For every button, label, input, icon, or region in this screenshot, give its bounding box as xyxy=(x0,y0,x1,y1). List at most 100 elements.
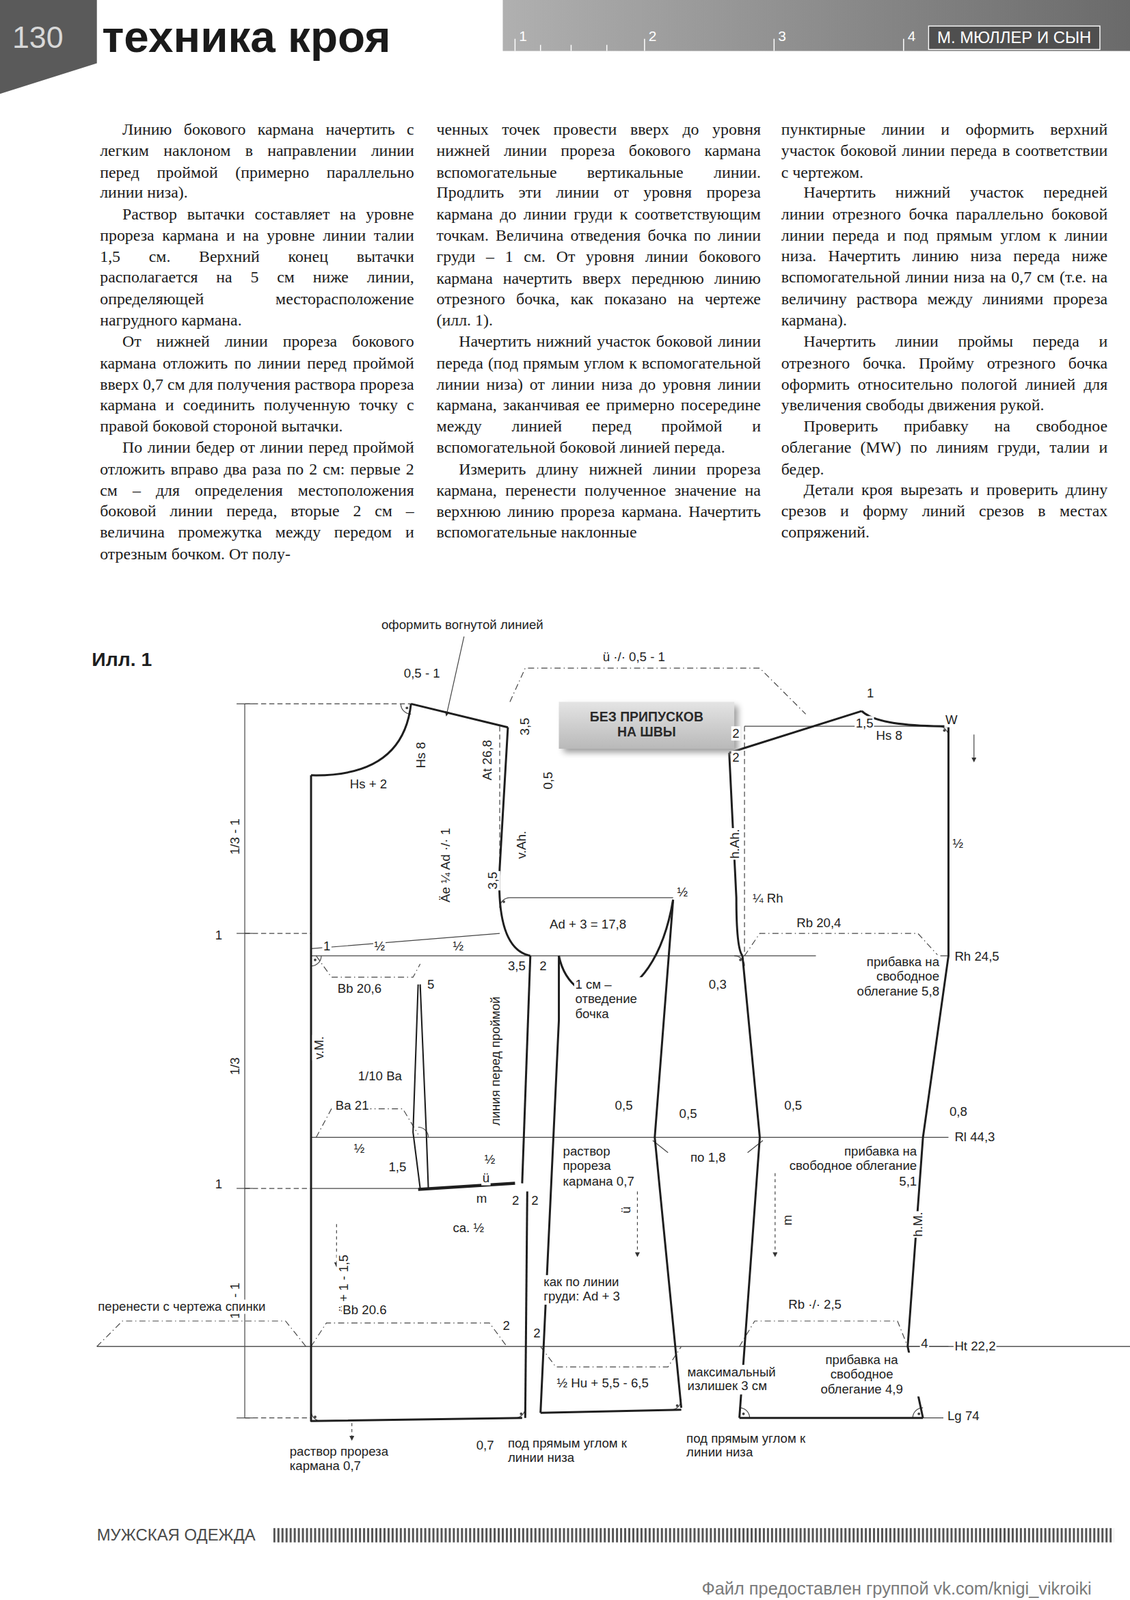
dimension-label: 0,5 - 1 xyxy=(402,665,441,681)
body-paragraph: Детали кроя вырезать и проверить длину с… xyxy=(781,479,1108,543)
figure-label: Илл. 1 xyxy=(91,648,152,672)
note: прибавка на свободное облегание 4,9 xyxy=(799,1352,925,1396)
guide-lines xyxy=(97,636,1130,1439)
box-text: М. МЮЛЛЕР И СЫН xyxy=(937,28,1092,48)
dimension-label: 0,3 xyxy=(707,976,728,992)
ruler-number: 3 xyxy=(777,27,787,44)
body-paragraph: Линию бокового кармана начертить с легки… xyxy=(99,119,414,205)
right-angle-marks xyxy=(311,703,949,1421)
box-text: БЕЗ ПРИПУСКОВ НА ШВЫ xyxy=(581,709,712,741)
page-title: техника кроя xyxy=(101,12,391,62)
note: как по линии груди: Ad + 3 xyxy=(542,1274,659,1305)
ruler-number: 1 xyxy=(518,27,528,44)
dimension-label: m xyxy=(475,1191,489,1206)
dimension-label: h.Ah. xyxy=(727,827,742,860)
dimension-label: W xyxy=(944,713,959,728)
body-paragraph: Начертить нижний участок боковой линии п… xyxy=(436,331,761,459)
dimension-label: 0,7 xyxy=(475,1438,495,1453)
dimension-label: 5 xyxy=(426,976,436,992)
footer-section: МУЖСКАЯ ОДЕЖДА xyxy=(97,1525,256,1545)
dimension-label: 1 xyxy=(866,686,876,701)
dimension-label: ½ xyxy=(451,939,465,954)
dimension-label: 2 xyxy=(501,1318,511,1334)
dimension-label: Ad + 3 = 17,8 xyxy=(548,916,628,932)
dimension-label: ½ xyxy=(951,836,965,851)
dimension-label: At 26,8 xyxy=(479,738,495,782)
note: оформить вогнутой линией xyxy=(380,617,545,633)
dimension-label: 1,5 xyxy=(387,1159,408,1174)
dimension-label: ½ Hu + 5,5 - 6,5 xyxy=(555,1376,650,1391)
footer-bars xyxy=(273,1527,1114,1543)
dimension-label: 1/10 Ba xyxy=(356,1068,403,1083)
right-angle-dots xyxy=(313,706,946,1418)
note: под прямым углом к линии низа xyxy=(685,1430,831,1461)
dimension-label: 2 xyxy=(532,1325,542,1340)
body-paragraph: По линии бедер от линии перед проймой от… xyxy=(99,437,414,565)
dimension-label: Rh 24,5 xyxy=(953,949,1001,964)
dimension-label: Äe ¼ Ad ·/· 1 xyxy=(438,826,453,904)
dimension-label: ½ xyxy=(373,939,387,954)
dimension-label: ü ·/· 0,5 - 1 xyxy=(601,649,666,664)
dimension-label: Bb 20,6 xyxy=(336,980,383,996)
dimension-label: 1/3 xyxy=(227,1056,242,1076)
dimension-label: Ht 22,2 xyxy=(953,1339,997,1354)
dimension-label: ¼ Rh xyxy=(751,891,785,906)
dimension-label: 1,5 xyxy=(854,715,875,731)
dimension-label: 2 xyxy=(731,725,741,741)
note-box: БЕЗ ПРИПУСКОВ НА ШВЫ xyxy=(559,701,735,748)
dimension-label: 0,5 xyxy=(783,1098,804,1113)
dimension-label: 1/3 - 1 xyxy=(227,817,242,856)
dimension-label: ü xyxy=(618,1205,634,1215)
dimension-label: 2 xyxy=(538,958,548,973)
dimension-label: 0,5 xyxy=(540,770,556,791)
note: 1 см – отведение бочка xyxy=(574,976,660,1021)
dimension-label: v.Ah. xyxy=(514,829,530,860)
dimension-label: Hs 8 xyxy=(413,741,428,770)
watermark: Файл предоставлен группой vk.com/knigi_v… xyxy=(701,1578,1092,1599)
dimension-label: линия перед проймой xyxy=(488,995,503,1127)
dimension-label: 3,5 xyxy=(506,958,527,973)
page-header xyxy=(0,0,1130,94)
dimension-label: Lg 74 xyxy=(946,1408,981,1423)
dimension-label: ü xyxy=(481,1171,491,1186)
dimension-label: 2 xyxy=(731,750,741,765)
body-paragraph: Проверить прибавку на свободное облегани… xyxy=(781,416,1108,480)
dimension-label: m xyxy=(779,1213,795,1227)
note: под прямым углом к линии низа xyxy=(506,1436,652,1466)
ruler-number: 2 xyxy=(648,27,657,44)
note: раствор прореза кармана 0,7 xyxy=(288,1444,413,1474)
body-paragraph: пунктирные линии и оформить верхний учас… xyxy=(781,119,1108,184)
note: перенести с чертежа спинки xyxy=(97,1299,267,1314)
dimension-label: Rl 44,3 xyxy=(953,1130,997,1145)
note: прибавка на свободное облегание 5,8 xyxy=(816,954,941,999)
dimension-label: Rb 20,4 xyxy=(795,916,843,931)
dimension-label: ½ xyxy=(483,1152,497,1167)
dimension-label: 0,5 xyxy=(613,1098,634,1113)
publisher-badge: М. МЮЛЛЕР И СЫН xyxy=(928,25,1101,50)
dimension-label: 2 xyxy=(510,1192,520,1208)
body-paragraph: Начертить линии проймы переда и отрезног… xyxy=(781,331,1108,417)
ruler-number: 4 xyxy=(907,27,917,44)
dimension-label: 3,5 xyxy=(485,870,500,891)
note: максимальный излишек 3 см xyxy=(686,1364,778,1394)
note: прибавка на свободное облегание 5,1 xyxy=(783,1144,919,1189)
dimension-label: са. ½ xyxy=(451,1220,486,1236)
dimension-label: 1 xyxy=(213,1177,223,1192)
page-number: 130 xyxy=(12,20,64,56)
dimension-label: Rb ·/· 2,5 xyxy=(787,1297,843,1312)
dimension-label: v.M. xyxy=(311,1034,327,1061)
dimension-label: ½ xyxy=(676,885,690,900)
dimension-label: 3,5 xyxy=(516,716,532,737)
dimension-label: 0,5 xyxy=(678,1106,698,1122)
dimension-label: 2 xyxy=(530,1192,540,1208)
dimension-label: Hs + 2 xyxy=(348,777,388,792)
body-paragraph: Раствор вытачки составляет на уровне про… xyxy=(99,203,414,331)
dimension-label: по 1,8 xyxy=(689,1150,728,1165)
dimension-label: Hs 8 xyxy=(875,728,904,743)
pattern-outline xyxy=(311,703,949,1421)
body-paragraph: Начертить нижний участок передней линии … xyxy=(781,182,1108,331)
note: раствор прореза кармана 0,7 xyxy=(561,1144,646,1189)
dimension-label: 1 xyxy=(213,928,223,943)
dimension-label: Ba 21 xyxy=(334,1098,370,1113)
dimension-label: 1 xyxy=(321,939,331,954)
